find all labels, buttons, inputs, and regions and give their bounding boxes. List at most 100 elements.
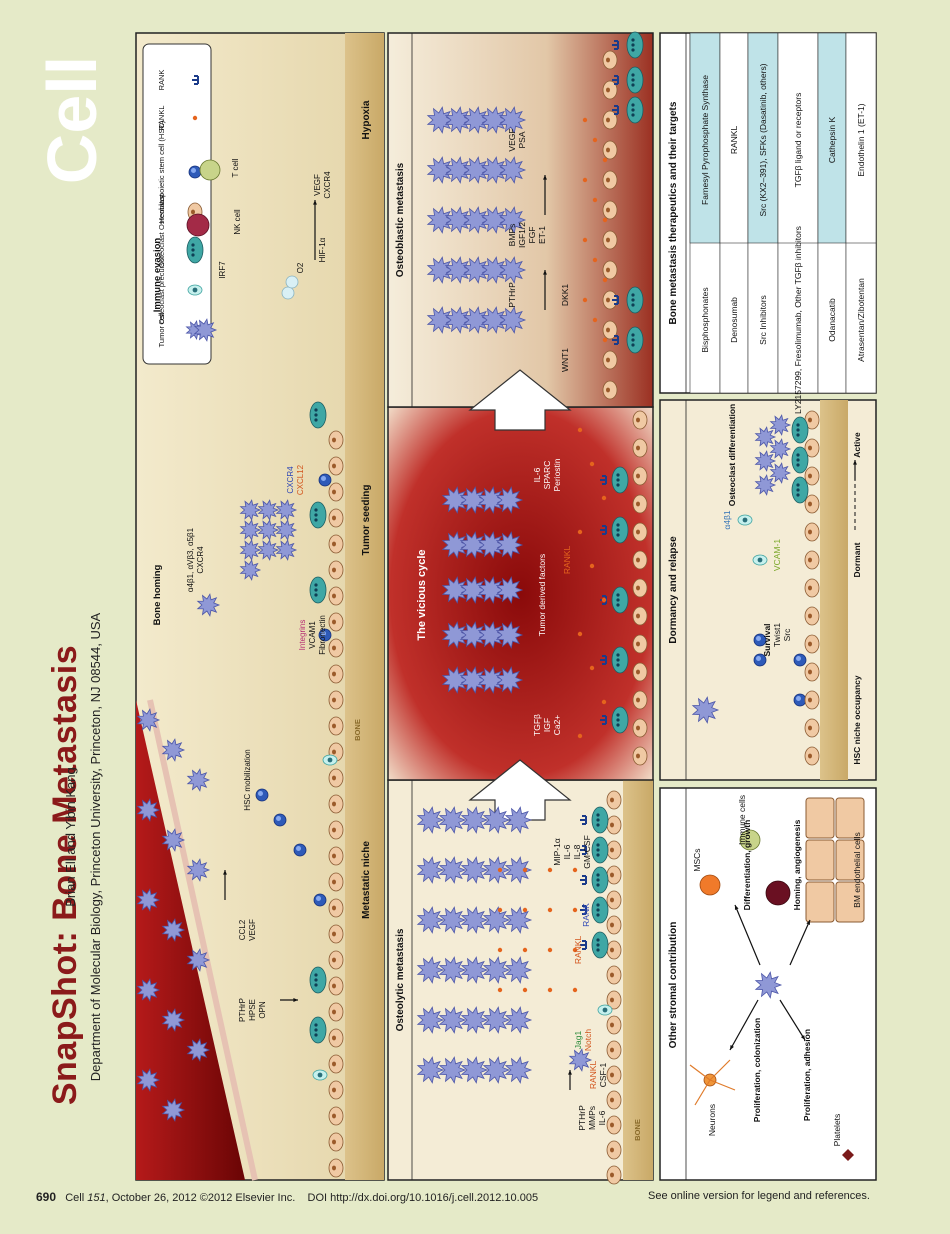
osteoclast-nucleus (596, 818, 600, 822)
osteoblast-nucleus (332, 723, 336, 729)
tumor-cell-active (754, 426, 777, 448)
osteoblast-nucleus (606, 87, 610, 93)
tumor-cell-active (769, 414, 792, 436)
osteoclast-nucleus (616, 653, 620, 657)
osteoblast-nucleus (610, 997, 614, 1003)
osteoblast-nucleus (332, 1139, 336, 1145)
doi-link[interactable]: DOI http://dx.doi.org/10.1016/j.cell.201… (307, 1192, 539, 1204)
osteoclast-nucleus (596, 938, 600, 942)
rank-osteolytic (580, 905, 587, 915)
platelet (842, 1149, 854, 1161)
osteoblast-nucleus (332, 1009, 336, 1015)
rank-osteolytic (580, 845, 587, 855)
label-osteolytic-mid: IL-6 (562, 844, 572, 859)
osteoclast-nucleus (314, 508, 318, 512)
label-hsc-mobilization: HSC mobilization (243, 749, 252, 810)
rankl-dot-osteolytic (522, 947, 528, 953)
osteoblast-nucleus (332, 931, 336, 937)
osteoblast-nucleus (332, 437, 336, 443)
rankl-dot-osteolytic (522, 987, 528, 993)
legend-label: RANKL (157, 105, 166, 130)
osteoblast-nucleus (610, 947, 614, 953)
rank-vicious (600, 655, 607, 665)
tumor-cell-osteoblastic (426, 106, 455, 134)
legend-label: Osteoclast (157, 231, 166, 267)
label-osteolytic-factor: MMPs (587, 1106, 597, 1130)
label-differentiation: Differentiation, growth (742, 820, 752, 911)
rankl-dot-osteoblastic (582, 297, 588, 303)
osteoclast-dormancy (791, 446, 809, 474)
label-platelets: Platelets (832, 1114, 842, 1147)
label-homing-angiogenesis: Homing, angiogenesis (792, 819, 802, 910)
rankl-dot-osteoblastic (582, 117, 588, 123)
label-dormant: Dormant (852, 542, 862, 577)
osteoclast-nucleus (796, 458, 800, 462)
rankl-dot-osteolytic (572, 907, 578, 913)
bone-strip-dormancy (820, 400, 848, 780)
osteoblast-nucleus (636, 641, 640, 647)
tumor-cell-seeding (239, 499, 262, 521)
osteoblast-nucleus (332, 827, 336, 833)
tumor-cell-active (769, 462, 792, 484)
tumor-cell-osteoblastic (480, 256, 509, 284)
osteoblast-nucleus (636, 473, 640, 479)
hsc-highlight (321, 476, 326, 481)
label-vicious-right: Periostin (552, 458, 562, 491)
osteoclast-nucleus (631, 38, 635, 42)
label-seeding-left: VCAM1 (308, 621, 317, 649)
osteoclast-nucleus (314, 978, 318, 982)
osteoclast-nucleus (314, 983, 318, 987)
tumor-cell-osteolytic (482, 1056, 511, 1084)
rank-osteolytic (580, 940, 587, 950)
tumor-cell-circulating (186, 768, 211, 792)
rankl-dot-osteoblastic (582, 177, 588, 183)
osteoclast-nucleus (616, 483, 620, 487)
osteoblast-nucleus (332, 801, 336, 807)
tumor-cell-osteolytic (482, 806, 511, 834)
therapy-target: TGFβ ligand or receptors (793, 93, 803, 188)
tumor-cell-seeding (239, 559, 262, 581)
osteoclast-vicious (611, 646, 629, 674)
osteoblast-nucleus (332, 619, 336, 625)
label-wnt1: WNT1 (560, 348, 570, 372)
label-hsc-occupancy: HSC niche occupancy (852, 675, 862, 765)
osteoclast-osteolytic (591, 896, 609, 924)
osteoclast-nucleus (596, 908, 600, 912)
osteoblast-nucleus (808, 585, 812, 591)
title-vicious-cycle: The vicious cycle (416, 549, 428, 640)
legend-rank (192, 75, 199, 85)
osteoblast-nucleus (636, 557, 640, 563)
hsc-highlight (796, 696, 801, 701)
osteoclast-nucleus (616, 478, 620, 482)
osteoblast-nucleus (610, 847, 614, 853)
tumor-cell-vicious (459, 576, 488, 604)
label-neurons: Neurons (707, 1104, 717, 1136)
rank-osteoblastic (612, 335, 619, 345)
hsc-highlight (296, 846, 301, 851)
osteoblast-nucleus (332, 567, 336, 573)
rank-osteolytic (580, 875, 587, 885)
bm-endothelial-cell (835, 797, 865, 839)
osteoblast-nucleus (606, 117, 610, 123)
rankl-dot-osteoblastic (602, 277, 608, 283)
osteoclast-nucleus (616, 713, 620, 717)
osteoclast-nucleus (596, 883, 600, 887)
osteoblast-nucleus (332, 515, 336, 521)
bone-label-niche: BONE (353, 719, 362, 741)
osteoblast-nucleus (332, 983, 336, 989)
tumor-cell-vicious (441, 621, 470, 649)
osteoblast-nucleus (606, 177, 610, 183)
tumor-cell-osteoblastic (426, 256, 455, 284)
osteoblast-nucleus (332, 593, 336, 599)
rankl-dot-osteoblastic (592, 257, 598, 263)
osteoblast-nucleus (332, 645, 336, 651)
label-bmps: ET-1 (537, 226, 547, 244)
label-metastatic-niche: Metastatic niche (361, 841, 372, 919)
label-active: Active (852, 432, 862, 458)
therapy-target: RANKL (729, 126, 739, 155)
rank-osteoblastic (612, 105, 619, 115)
arrow-homing (789, 919, 811, 966)
tumor-cell-osteoblastic (498, 206, 527, 234)
tumor-cell-osteoblastic (480, 106, 509, 134)
tumor-cell-circulating (161, 828, 186, 852)
